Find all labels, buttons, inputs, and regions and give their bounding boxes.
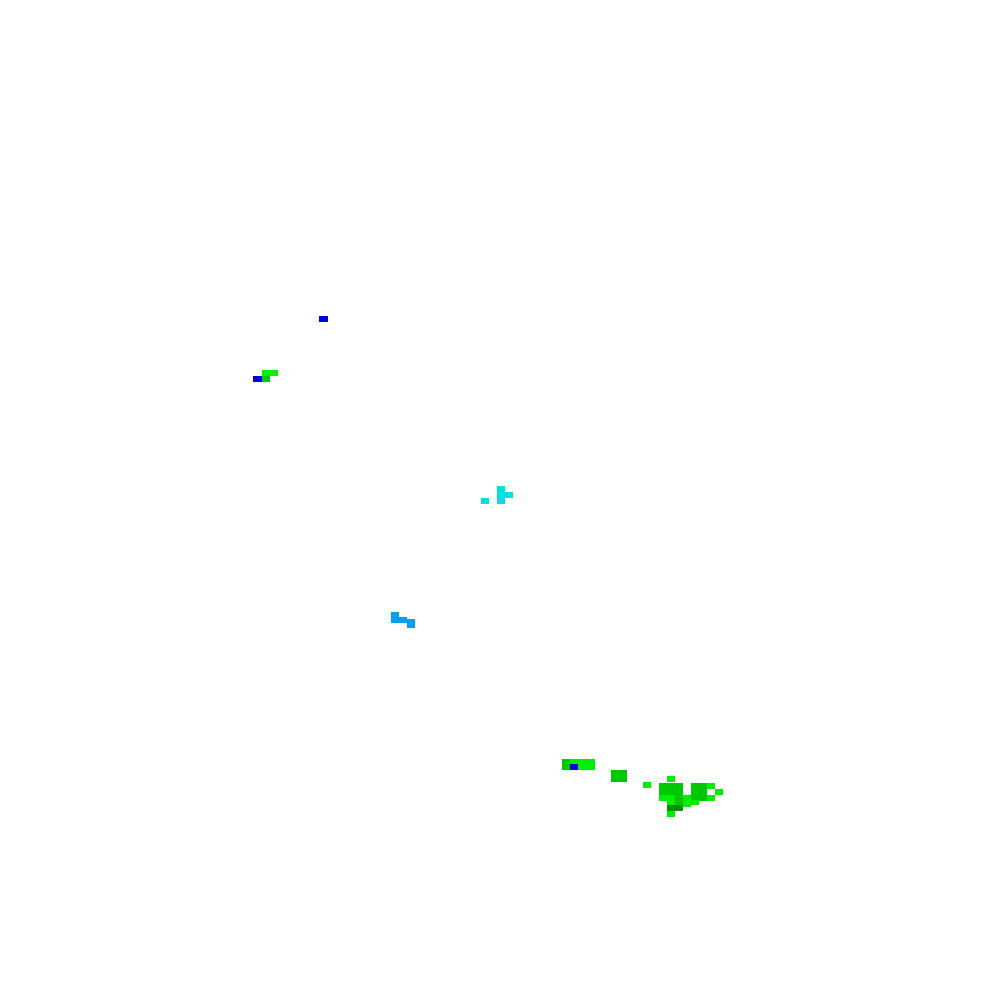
radar-echo-cell: [659, 783, 667, 789]
radar-echo-cell: [407, 619, 415, 624]
radar-echo-cell: [659, 795, 667, 801]
radar-echo-cell: [253, 376, 262, 382]
radar-echo-cell: [505, 492, 513, 498]
radar-echo-cell: [570, 759, 578, 764]
radar-echo-cell: [683, 795, 691, 801]
radar-echo-cell: [497, 492, 505, 498]
radar-echo-cell: [270, 370, 278, 376]
radar-echo-cell: [391, 612, 399, 620]
radar-echo-cell: [675, 805, 683, 811]
radar-echo-cell: [667, 776, 675, 782]
radar-echo-cell: [675, 783, 683, 789]
radar-echo-cell: [611, 776, 619, 782]
radar-echo-cell: [407, 623, 415, 628]
radar-echo-cell: [667, 811, 675, 817]
radar-echo-cell: [675, 797, 683, 802]
radar-echo-cell: [683, 801, 691, 807]
radar-echo-cell: [562, 764, 570, 770]
radar-echo-cell: [667, 805, 675, 811]
radar-echo-cell: [699, 795, 707, 801]
radar-echo-cell: [262, 370, 270, 376]
radar-echo-cell: [707, 783, 715, 789]
radar-echo-cell: [481, 498, 489, 504]
radar-echo-cell: [562, 759, 570, 764]
radar-echo-cell: [497, 486, 505, 492]
radar-echo-cell: [319, 316, 328, 322]
radar-echo-cell: [611, 770, 619, 776]
radar-echo-cell: [699, 789, 707, 795]
radar-echo-cell: [619, 770, 627, 776]
radar-echo-cell: [691, 789, 699, 795]
radar-echo-cell: [262, 376, 270, 382]
radar-echo-cell: [667, 789, 675, 795]
radar-echo-cell: [659, 789, 667, 795]
radar-echo-cell: [586, 764, 595, 770]
radar-echo-cell: [667, 795, 675, 801]
radar-echo-cell: [619, 776, 627, 782]
radar-echo-cell: [691, 801, 699, 805]
radar-echo-cell: [707, 795, 715, 801]
radar-echo-cell: [691, 783, 699, 789]
radar-echo-cell: [667, 801, 675, 807]
radar-echo-cell: [691, 795, 699, 801]
radar-echo-cell: [643, 782, 651, 788]
radar-echo-cell: [391, 617, 407, 623]
radar-echo-cell: [675, 801, 683, 807]
radar-echo-cell: [675, 789, 683, 795]
radar-echo-cell: [578, 764, 586, 770]
radar-echo-cell: [570, 764, 578, 770]
radar-echo-cell: [667, 783, 675, 789]
radar-echo-cell: [699, 783, 707, 789]
radar-echo-cell: [715, 789, 723, 795]
radar-echo-cell: [586, 759, 595, 764]
radar-echo-cell: [497, 498, 505, 504]
radar-echo-cell: [578, 759, 586, 764]
